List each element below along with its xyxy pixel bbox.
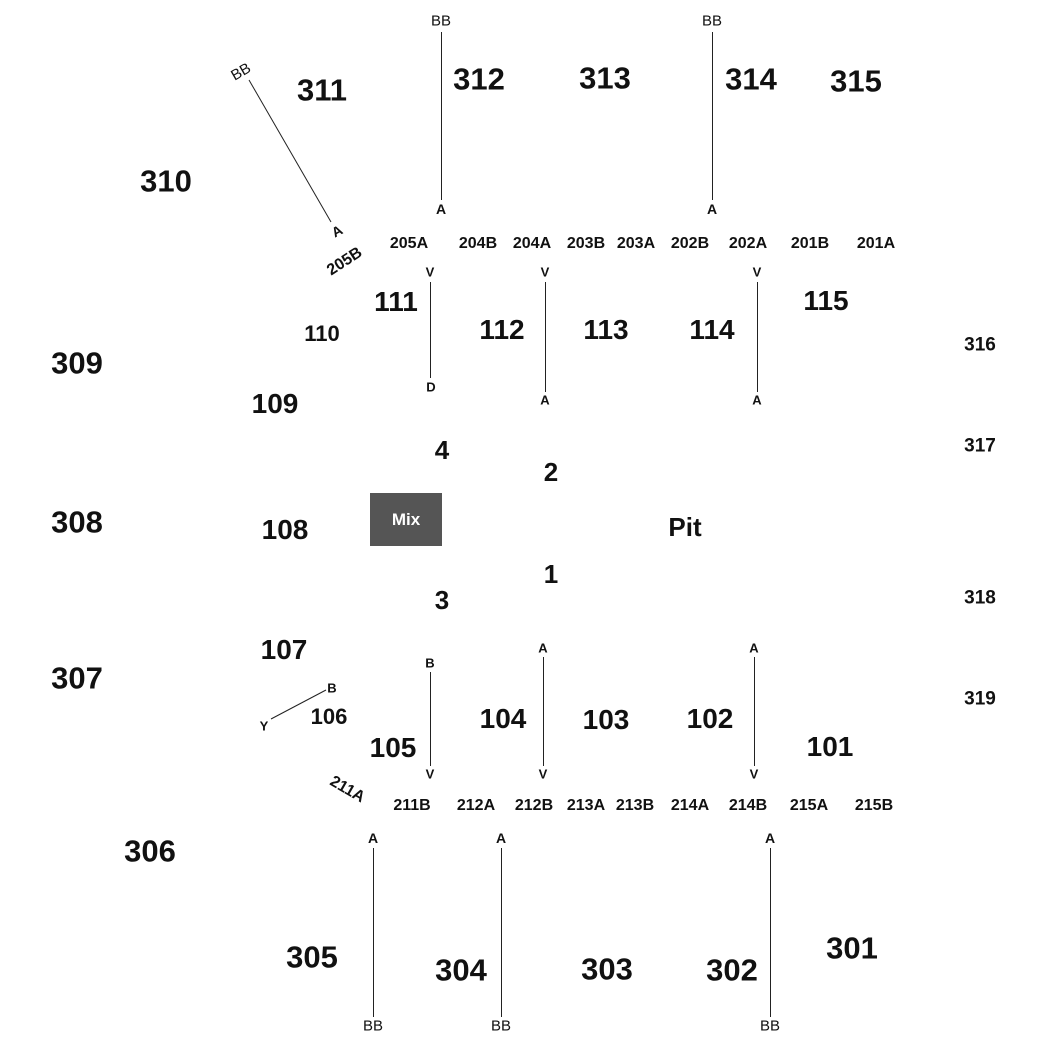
pit-label[interactable]: Pit [668,512,702,542]
box-label[interactable]: 201B [790,235,830,252]
floor-label[interactable]: 3 [434,585,450,615]
marker-v: V [425,264,435,280]
marker-b: B [425,655,435,671]
section-label[interactable]: 113 [583,314,629,345]
box-label[interactable]: 203A [616,235,656,252]
section-label[interactable]: 108 [261,514,309,545]
section-label[interactable]: 315 [830,63,882,99]
box-label[interactable]: 202B [670,235,710,252]
section-label[interactable]: 110 [304,321,340,346]
marker-a: A [495,830,507,846]
box-label[interactable]: 204A [512,235,552,252]
aisle-line [545,282,546,392]
marker-v: V [538,766,548,782]
section-label[interactable]: 109 [251,388,299,419]
section-label[interactable]: 312 [453,61,505,97]
aisle-line [430,672,431,766]
section-label[interactable]: 318 [964,587,996,609]
box-label[interactable]: 203B [566,235,606,252]
section-label[interactable]: 306 [124,833,176,869]
box-label[interactable]: 213B [615,797,655,814]
floor-label[interactable]: 1 [543,559,559,589]
section-label[interactable]: 107 [260,634,308,665]
section-label[interactable]: 305 [286,939,338,975]
marker-v: V [752,264,762,280]
box-label[interactable]: 202A [728,235,768,252]
marker-bb: BB [490,1017,512,1035]
box-label[interactable]: 201A [856,235,896,252]
section-label[interactable]: 112 [479,314,525,345]
aisle-line [430,282,431,378]
marker-v: V [425,766,435,782]
section-label[interactable]: 308 [51,504,103,540]
aisle-line [501,848,502,1017]
marker-a: A [706,201,718,217]
marker-bb: BB [701,12,723,30]
section-label[interactable]: 115 [803,285,849,316]
box-label[interactable]: 211B [393,797,431,814]
section-label[interactable]: 105 [369,732,417,763]
section-label[interactable]: 311 [296,72,348,108]
box-label[interactable]: 204B [458,235,498,252]
mix-booth: Mix [370,493,442,546]
box-label[interactable]: 212B [514,797,554,814]
marker-a: A [435,201,447,217]
floor-label[interactable]: 4 [434,435,450,465]
marker-d: D [426,379,436,395]
section-label[interactable]: 302 [706,952,758,988]
aisle-line [757,282,758,392]
mix-label: Mix [391,509,421,529]
box-label[interactable]: 214A [670,797,710,814]
box-label[interactable]: 215B [854,797,894,814]
section-label[interactable]: 303 [581,951,633,987]
floor-label[interactable]: 2 [543,457,559,487]
aisle-line [770,848,771,1017]
marker-bb: BB [430,12,452,30]
section-label[interactable]: 101 [806,731,854,762]
marker-y: Y [259,718,269,734]
box-label[interactable]: 213A [566,797,606,814]
section-label[interactable]: 111 [374,286,418,317]
section-label[interactable]: 307 [51,660,103,696]
section-label[interactable]: 313 [579,60,631,96]
marker-a: A [764,830,776,846]
marker-bb: BB [759,1017,781,1035]
marker-a: A [367,830,379,846]
marker-a: A [538,640,548,656]
section-label[interactable]: 304 [435,952,487,988]
aisle-line [373,848,374,1017]
section-label[interactable]: 316 [964,334,996,356]
marker-b: B [327,680,337,696]
box-label[interactable]: 205A [389,235,429,252]
marker-a: A [540,392,550,408]
marker-v: V [540,264,550,280]
section-label[interactable]: 102 [686,703,734,734]
box-label[interactable]: 215A [789,797,829,814]
section-label[interactable]: 309 [51,345,103,381]
section-label[interactable]: 310 [140,163,192,199]
section-label[interactable]: 114 [689,314,735,345]
section-label[interactable]: 106 [310,704,348,729]
marker-v: V [749,766,759,782]
marker-a: A [749,640,759,656]
section-label[interactable]: 317 [964,435,996,457]
box-label[interactable]: 212A [456,797,496,814]
marker-bb: BB [362,1017,384,1035]
aisle-line-diagonal [270,689,327,720]
aisle-line-diagonal [248,79,332,223]
aisle-line [441,32,442,200]
box-label[interactable]: 214B [728,797,768,814]
section-label[interactable]: 314 [725,61,777,97]
aisle-line [712,32,713,200]
section-label[interactable]: 103 [582,704,630,735]
section-label[interactable]: 104 [479,703,527,734]
section-label[interactable]: 301 [826,930,878,966]
marker-a: A [752,392,762,408]
section-label[interactable]: 319 [964,688,996,710]
aisle-line [754,657,755,766]
aisle-line [543,657,544,766]
